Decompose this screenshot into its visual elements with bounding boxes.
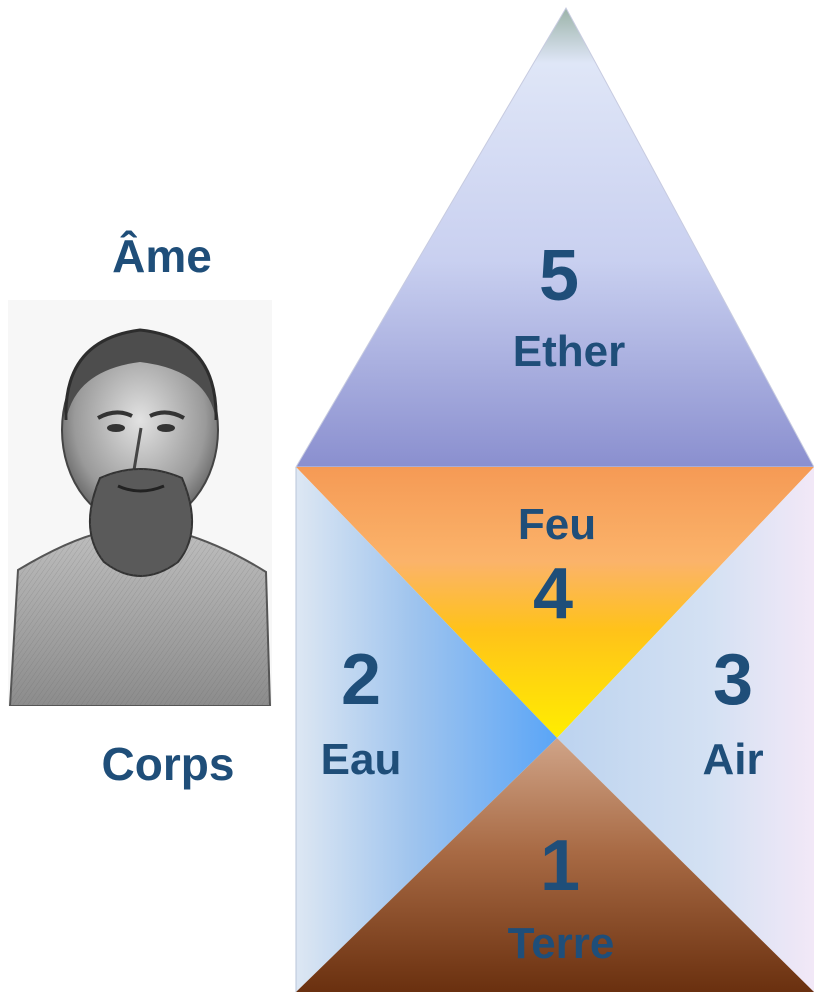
ether-name: Ether bbox=[512, 327, 626, 376]
earth-number: 1 bbox=[539, 826, 581, 906]
body-label: Corps bbox=[101, 738, 235, 790]
fire-number: 4 bbox=[532, 554, 574, 634]
air-region bbox=[557, 467, 814, 992]
water-number: 2 bbox=[340, 640, 382, 720]
fire-region bbox=[296, 467, 814, 738]
water-region bbox=[296, 467, 557, 992]
air-number: 3 bbox=[712, 640, 754, 720]
fire-name: Feu bbox=[517, 500, 597, 549]
water-name: Eau bbox=[320, 735, 402, 784]
soul-label: Âme bbox=[112, 230, 212, 282]
ether-number: 5 bbox=[538, 236, 580, 316]
earth-name: Terre bbox=[507, 919, 615, 968]
air-name: Air bbox=[702, 735, 764, 784]
earth-region bbox=[296, 738, 814, 992]
philosopher-portrait bbox=[8, 300, 272, 706]
